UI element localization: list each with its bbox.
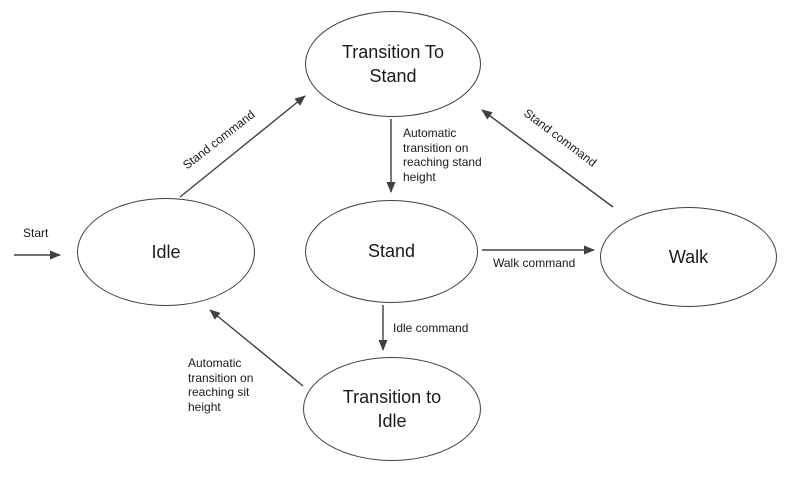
edge-walk-to-transition-stand bbox=[481, 109, 614, 208]
state-node-walk: Walk bbox=[600, 207, 777, 307]
state-node-transition-to-idle: Transition to Idle bbox=[303, 357, 481, 461]
state-node-idle: Idle bbox=[77, 198, 255, 306]
edge-label-idle-command: Idle command bbox=[393, 321, 469, 335]
edge-label-auto-stand-height: Automatic transition on reaching stand h… bbox=[403, 126, 482, 184]
edge-transition-idle-to-idle bbox=[209, 309, 304, 387]
state-node-transition-to-stand: Transition To Stand bbox=[305, 11, 481, 117]
start-label: Start bbox=[23, 226, 49, 240]
state-node-stand: Stand bbox=[305, 200, 478, 303]
edge-idle-to-transition-stand bbox=[179, 95, 306, 198]
edge-label-walk-command: Walk command bbox=[493, 256, 576, 270]
edge-label-auto-sit-height: Automatic transition on reaching sit hei… bbox=[188, 356, 254, 414]
